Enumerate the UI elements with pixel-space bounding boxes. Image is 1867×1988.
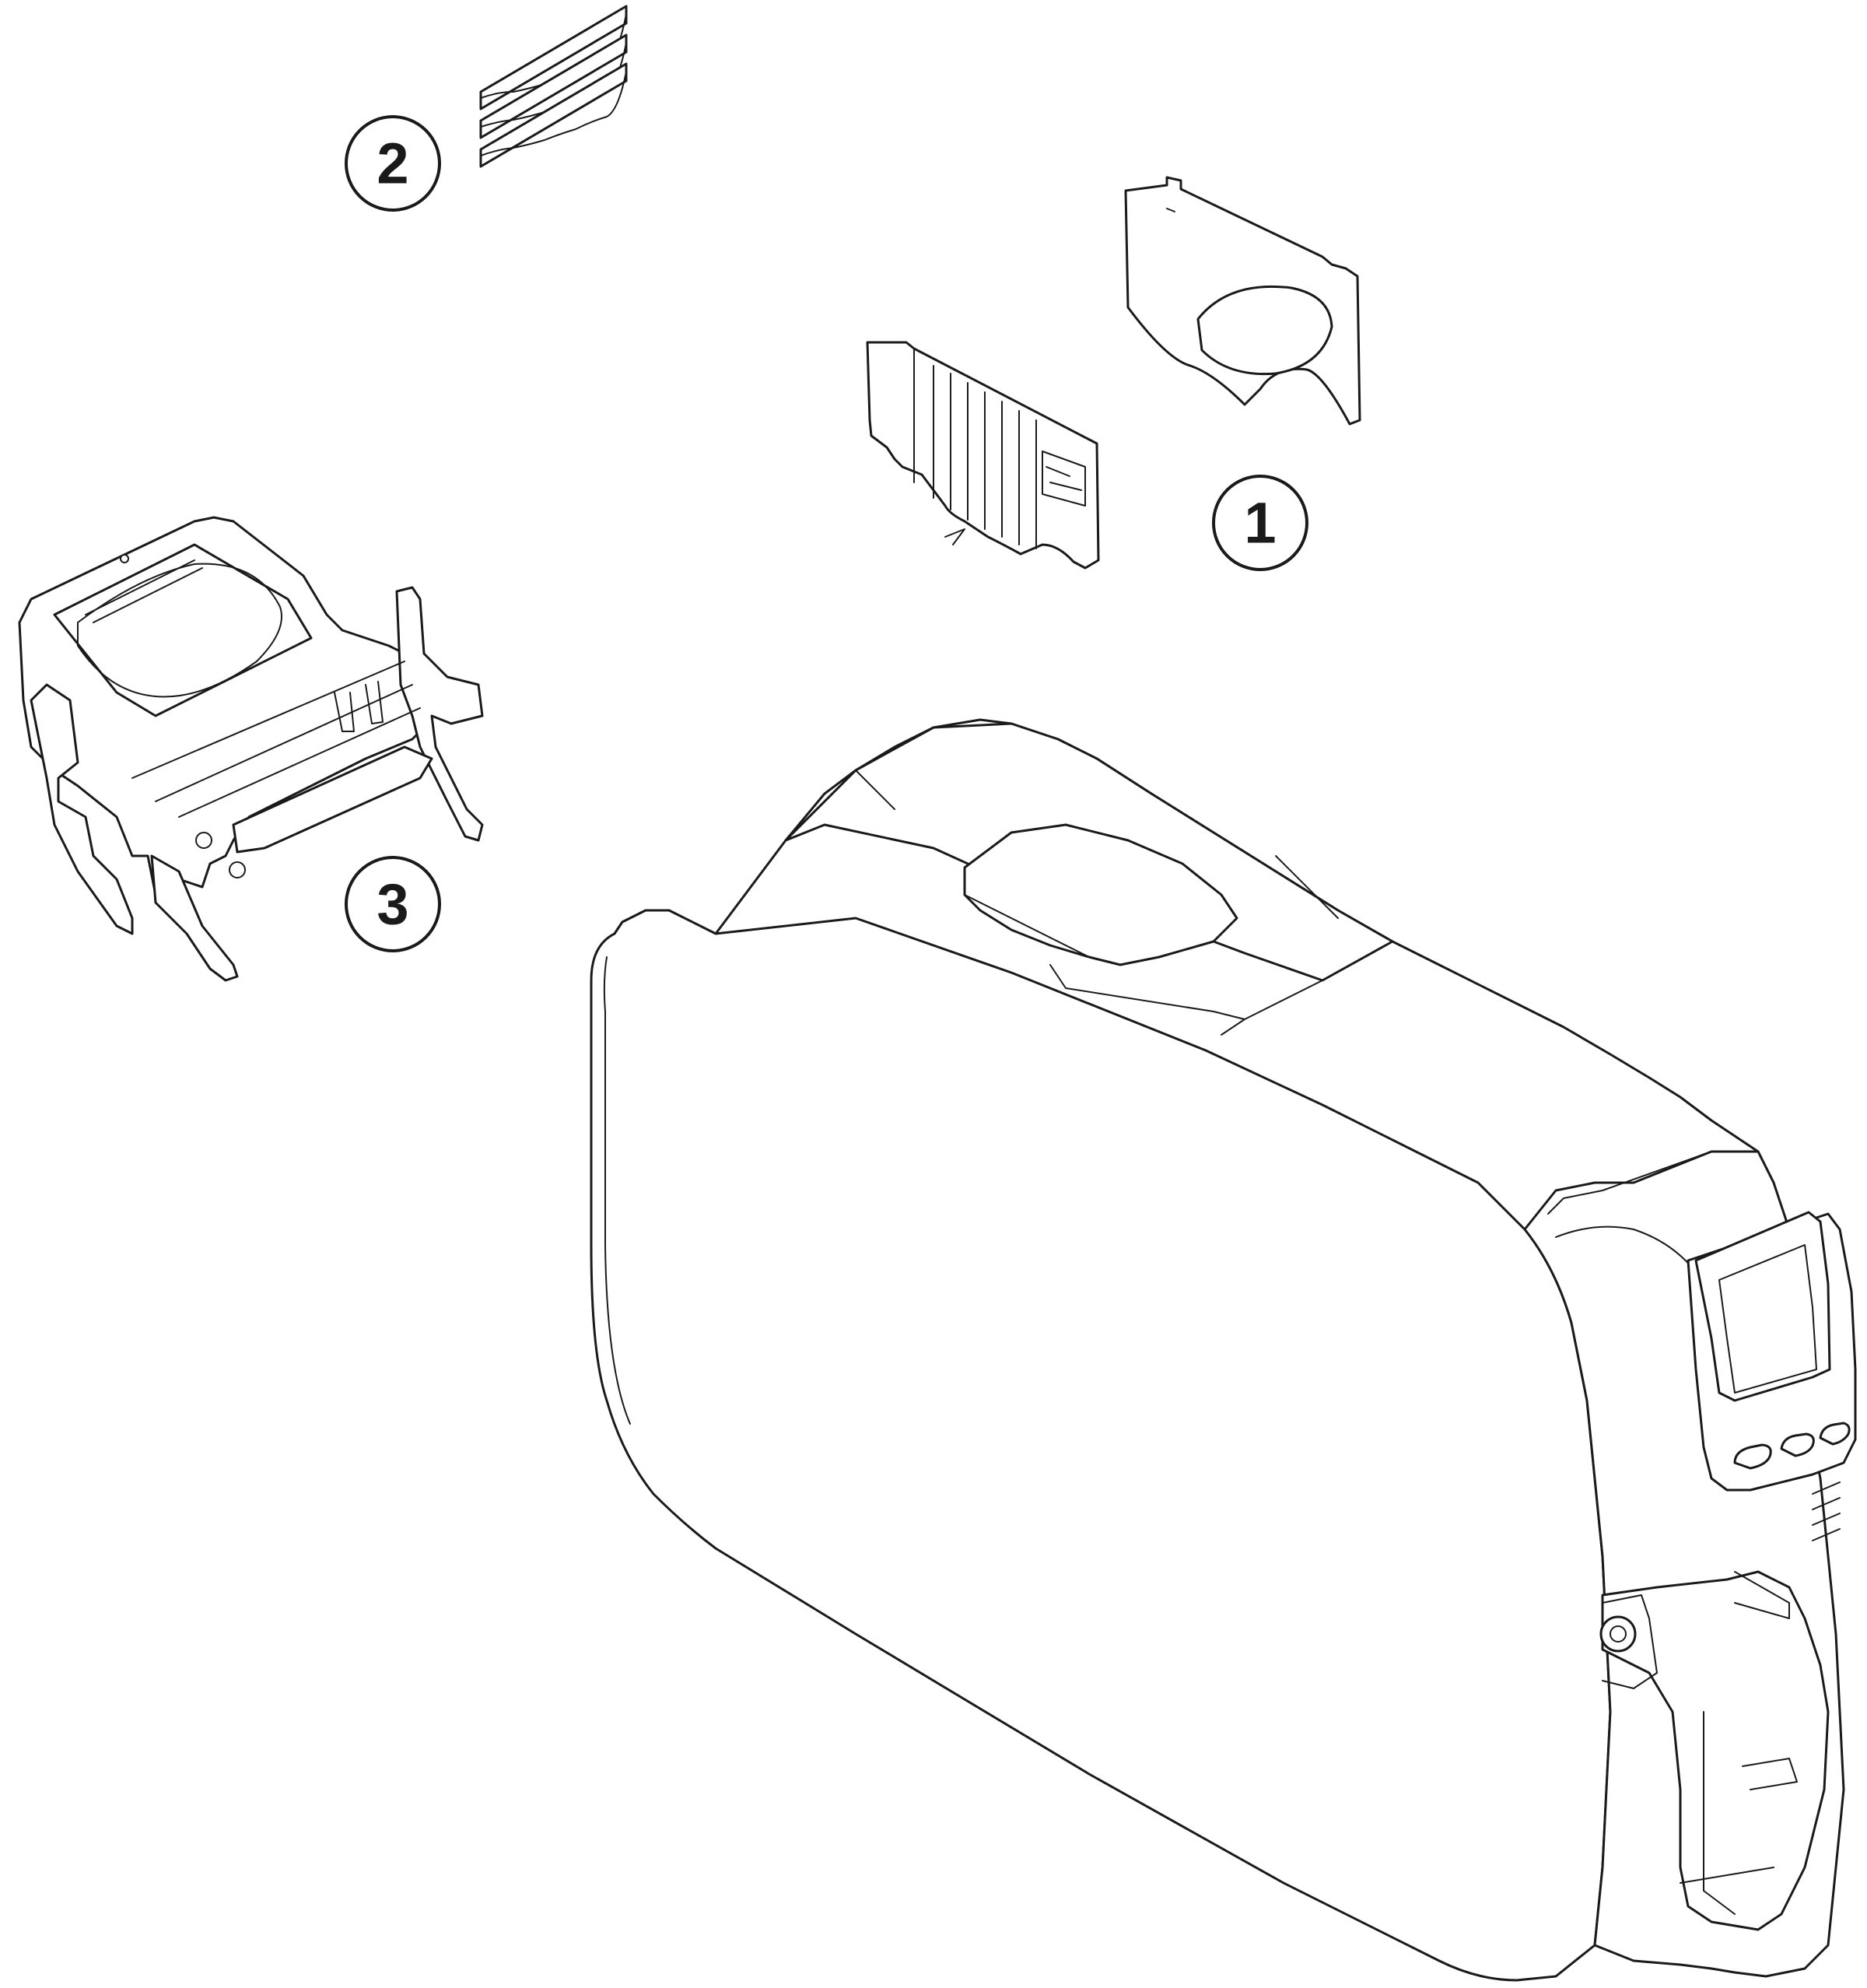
callout-2-circle	[345, 115, 441, 212]
ribbon-cartridge-illustration	[18, 516, 484, 982]
callout-3: 3	[345, 856, 441, 952]
cleaning-cover-illustration	[1124, 176, 1361, 426]
callout-3-label: 3	[377, 872, 408, 937]
callout-3-circle	[345, 856, 441, 952]
callout-1-label: 1	[1244, 491, 1276, 556]
callout-2: 2	[345, 115, 441, 212]
callout-2-label: 2	[377, 131, 408, 196]
printer-illustration	[590, 718, 1857, 1982]
cleaning-cards-illustration	[479, 5, 628, 168]
callout-1: 1	[1212, 475, 1308, 571]
callout-1-circle	[1212, 475, 1308, 571]
cleaning-tray-illustration	[866, 341, 1100, 570]
